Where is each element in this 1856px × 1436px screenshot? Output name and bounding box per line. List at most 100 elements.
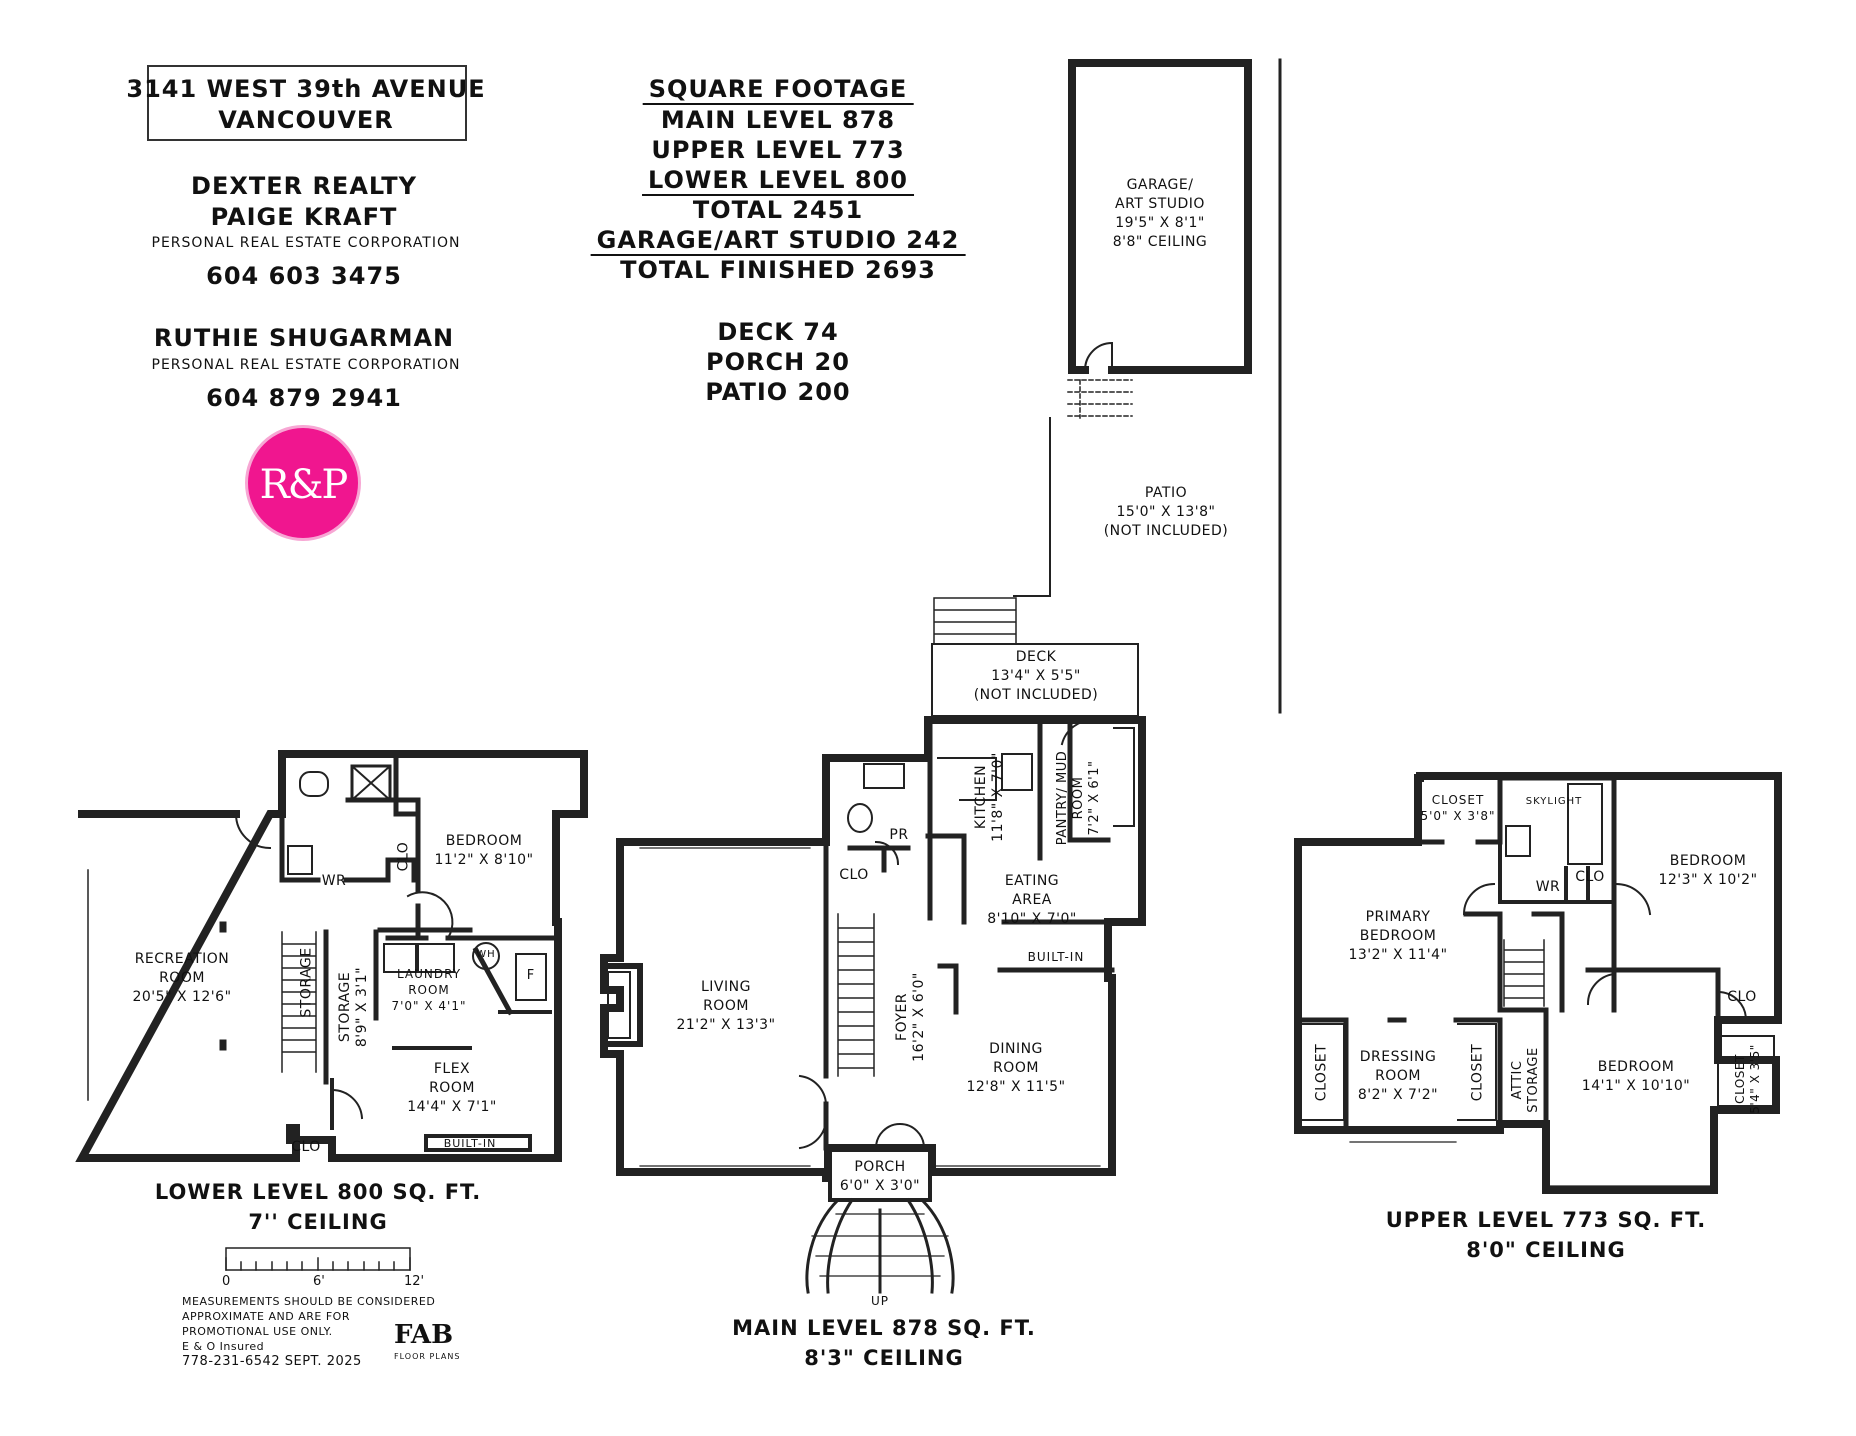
scale-label-0: 0 [222, 1274, 231, 1289]
lower-level-title: LOWER LEVEL 800 SQ. FT. [154, 1180, 482, 1204]
scale-label-6: 6' [313, 1274, 325, 1289]
sqft-lower: LOWER LEVEL 800 [642, 166, 914, 196]
main-porch-door [874, 1122, 926, 1150]
main-porch [828, 1146, 932, 1202]
main-up-label: UP [870, 1294, 890, 1308]
lower-stairs [281, 931, 317, 1073]
garage-walls [1068, 59, 1252, 374]
upper-level-outer-walls [1294, 772, 1782, 1194]
lower-storage1-label: STORAGE [298, 947, 315, 1018]
lower-flex-door [330, 1088, 364, 1120]
sqft-garage: GARAGE/ART STUDIO 242 [590, 226, 966, 256]
sqft-title: SQUARE FOOTAGE [642, 75, 914, 105]
upper-vanity [1505, 825, 1531, 857]
disclaimer-notes: MEASUREMENTS SHOULD BE CONSIDERED APPROX… [182, 1295, 436, 1369]
main-level-ceiling: 8'3" CEILING [804, 1346, 964, 1370]
address-line-1: 3141 WEST 39th AVENUE [126, 75, 486, 103]
lower-shower-x [350, 764, 392, 802]
agent1-title: PERSONAL REAL ESTATE CORPORATION [151, 235, 461, 251]
main-pr-toilet [847, 803, 873, 833]
main-pr-label: PR [889, 827, 909, 843]
garage-steps [1067, 379, 1133, 419]
logo-text: R&P [259, 462, 349, 508]
upper-clo2-label: CLO [1727, 989, 1757, 1005]
main-front-steps [805, 1197, 955, 1294]
upper-clo1-label: CLO [1575, 869, 1605, 885]
lower-toilet [299, 771, 329, 797]
lower-bath-walls [279, 751, 421, 883]
agent1-phone: 604 603 3475 [206, 262, 402, 290]
sqft-main: MAIN LEVEL 878 [660, 106, 896, 134]
upper-closet-left [1301, 1023, 1345, 1121]
laundry-sink [417, 943, 455, 973]
upper-stairs [1503, 939, 1545, 1007]
upper-closet-right [1717, 1035, 1775, 1111]
main-level-title: MAIN LEVEL 878 SQ. FT. [732, 1316, 1036, 1340]
main-front-door [798, 1074, 828, 1150]
upper-closet-r-door [1716, 990, 1748, 1022]
main-pr-door [874, 840, 900, 866]
lower-bedroom-walls [385, 877, 559, 941]
lower-rec-door [234, 812, 272, 850]
patio-outline [1013, 417, 1051, 597]
address-box [147, 65, 467, 141]
upper-hall-walls [1463, 911, 1721, 1127]
main-steps-treads [811, 1213, 949, 1277]
agent1-name: PAIGE KRAFT [210, 203, 398, 231]
laundry-washer [383, 943, 417, 973]
lower-vanity [287, 845, 313, 875]
rec-post-1 [219, 921, 227, 933]
agent2-title: PERSONAL REAL ESTATE CORPORATION [151, 357, 461, 373]
agent2-name: RUTHIE SHUGARMAN [153, 324, 455, 352]
brand-subtitle: FLOOR PLANS [394, 1352, 461, 1361]
main-pantry-shelf [1113, 727, 1135, 827]
lower-storage-walls [323, 927, 514, 1085]
main-kitchen-counters [937, 753, 1033, 801]
deck-stairs [933, 597, 1017, 645]
sqft-upper: UPPER LEVEL 773 [651, 136, 905, 164]
upper-dressing-walls [1295, 1017, 1503, 1127]
upper-tub [1567, 783, 1603, 865]
lower-clo-label: CLO [395, 841, 412, 872]
lower-clo2-label: CLO [291, 1139, 321, 1155]
main-pantry-door [1060, 718, 1096, 746]
lower-shower [350, 764, 392, 802]
water-heater-label: WH [476, 949, 496, 960]
brand-mark: FAB [394, 1320, 454, 1350]
upper-bedroom-ne-door [1614, 882, 1652, 916]
agency-name: DEXTER REALTY [191, 172, 417, 200]
upper-primary-door [1462, 882, 1496, 916]
main-builtin-label: BUILT-IN [1027, 950, 1085, 964]
main-fireplace [601, 963, 643, 1047]
lower-level-walls [75, 750, 588, 1162]
water-heater [472, 942, 500, 970]
upper-wr-label: WR [1535, 879, 1561, 895]
upper-level-ceiling: 8'0" CEILING [1466, 1238, 1626, 1262]
sqft-deck: DECK 74 [717, 318, 839, 346]
main-pr-sink [863, 763, 905, 789]
upper-skylight-label: SKYLIGHT [1525, 796, 1583, 807]
scale-ticks [225, 1257, 411, 1271]
agent2-phone: 604 879 2941 [206, 384, 402, 412]
upper-bath [1498, 778, 1616, 904]
lower-wr-label: WR [321, 873, 347, 889]
upper-closet-left-label: CLOSET [1313, 1043, 1330, 1102]
lower-level-ceiling: 7'' CEILING [248, 1210, 388, 1234]
main-fireplace-hearth [607, 971, 631, 1039]
